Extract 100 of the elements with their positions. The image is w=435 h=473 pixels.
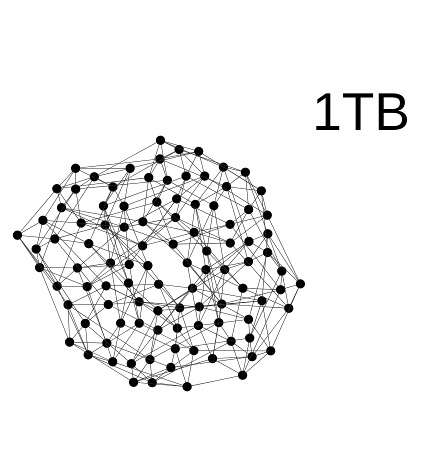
connector xyxy=(180,332,192,348)
connector xyxy=(79,159,156,168)
connector xyxy=(250,194,260,206)
node-circle xyxy=(12,230,22,240)
connector xyxy=(128,177,201,205)
connector xyxy=(228,262,244,268)
connector xyxy=(61,286,84,287)
node-circle xyxy=(38,216,48,225)
connector xyxy=(234,343,249,354)
node-circle xyxy=(148,378,157,388)
connector xyxy=(208,254,221,300)
node-circle xyxy=(32,244,41,254)
connector xyxy=(60,178,91,188)
connector xyxy=(85,328,88,351)
connector xyxy=(88,326,129,362)
connector xyxy=(150,144,160,174)
connector xyxy=(137,368,168,382)
connector xyxy=(88,306,106,321)
connector xyxy=(72,288,102,304)
connector xyxy=(106,172,128,203)
connector xyxy=(98,178,110,186)
connector xyxy=(174,356,248,368)
connector xyxy=(108,228,156,282)
node-circle xyxy=(116,318,126,328)
node-circle xyxy=(208,354,218,364)
connector xyxy=(124,210,130,260)
node-circle xyxy=(82,282,92,292)
connector xyxy=(20,192,54,232)
connector xyxy=(40,211,60,264)
connector xyxy=(164,142,220,166)
connector xyxy=(150,314,158,356)
connector xyxy=(233,212,246,222)
connector xyxy=(110,288,154,310)
connector xyxy=(61,178,145,188)
node-circle xyxy=(108,357,118,366)
connector xyxy=(91,246,137,299)
connector xyxy=(249,256,267,316)
node-circle xyxy=(170,344,180,354)
connector xyxy=(176,352,186,383)
connector xyxy=(104,190,112,203)
node-circle xyxy=(71,184,80,194)
node-circle xyxy=(244,256,254,266)
node-circle xyxy=(134,318,144,328)
connector xyxy=(214,210,224,266)
connector xyxy=(172,352,175,364)
node-circle xyxy=(202,246,212,256)
connector xyxy=(227,190,248,258)
node-circle xyxy=(72,263,82,273)
node-circle xyxy=(80,318,90,328)
node-circle xyxy=(70,164,80,173)
connector xyxy=(92,356,109,361)
connector xyxy=(73,344,130,380)
node-circle xyxy=(182,382,192,392)
connector xyxy=(246,176,267,230)
node-circle xyxy=(266,346,276,356)
connector xyxy=(246,288,277,290)
node-circle xyxy=(50,234,60,244)
connector xyxy=(85,224,139,245)
connector xyxy=(232,212,247,240)
connector xyxy=(110,284,155,286)
connector xyxy=(246,290,286,307)
connector xyxy=(66,208,140,222)
connector xyxy=(114,326,138,358)
node-circle xyxy=(262,210,272,220)
connector xyxy=(224,170,248,238)
connector xyxy=(243,342,250,372)
connector xyxy=(41,271,68,338)
connector xyxy=(203,308,245,319)
connector xyxy=(207,254,218,319)
connector xyxy=(251,274,280,334)
connector xyxy=(250,322,269,348)
connector xyxy=(145,220,173,244)
connector xyxy=(134,366,150,380)
connector xyxy=(284,284,296,289)
connector xyxy=(21,235,51,239)
node-circle xyxy=(98,201,108,211)
connector xyxy=(250,212,280,268)
connector xyxy=(219,274,225,319)
node-circle xyxy=(144,172,154,182)
connector xyxy=(36,252,40,264)
connector xyxy=(163,151,176,158)
connector xyxy=(202,327,228,340)
connector xyxy=(128,218,172,227)
node-circle xyxy=(222,182,232,192)
connector xyxy=(150,162,158,174)
connector xyxy=(198,225,226,232)
connector xyxy=(252,235,264,240)
node-circle xyxy=(172,324,182,333)
connector xyxy=(60,171,73,186)
node-circle xyxy=(284,304,294,313)
connector xyxy=(184,300,258,308)
node-circle xyxy=(90,172,99,182)
connector xyxy=(198,350,267,352)
connector xyxy=(114,220,172,261)
connector xyxy=(160,291,190,328)
connector xyxy=(116,151,176,186)
connector xyxy=(92,244,144,264)
connector xyxy=(111,210,124,260)
node-circle xyxy=(125,164,135,173)
connector xyxy=(46,222,86,242)
